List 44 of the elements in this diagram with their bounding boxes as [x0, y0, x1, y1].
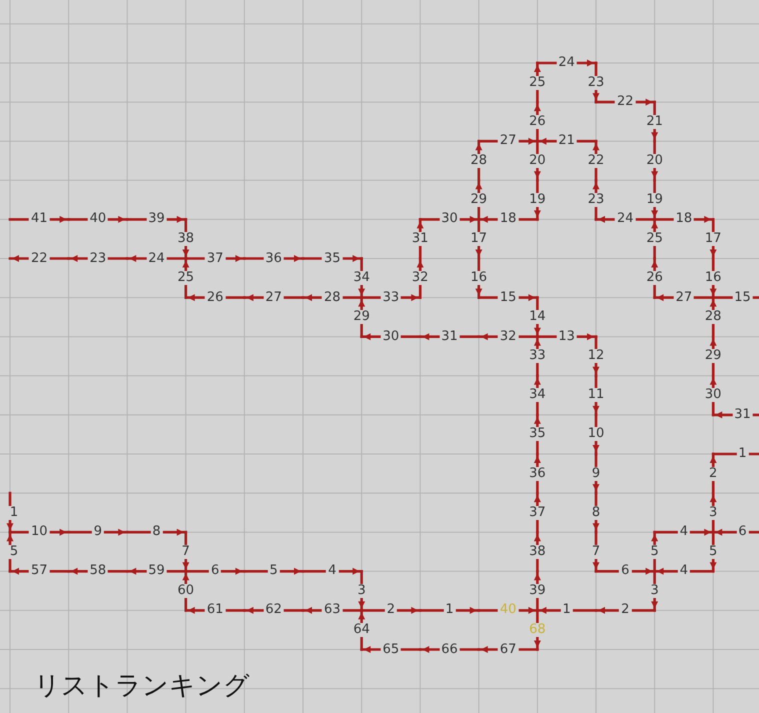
- segment-label: 29: [702, 349, 724, 364]
- segment-label: 29: [468, 192, 490, 207]
- segment-label: 68: [527, 622, 548, 637]
- segment-label: 3: [355, 584, 368, 598]
- segment-label: 23: [88, 252, 108, 266]
- segment-label: 23: [586, 192, 606, 207]
- segment-label: 60: [176, 584, 196, 598]
- segment-label: 7: [180, 544, 192, 559]
- segment-label: 26: [644, 271, 665, 286]
- segment-label: 28: [468, 154, 490, 168]
- segment-label: 31: [410, 232, 430, 246]
- segment-label: 20: [644, 154, 665, 168]
- caption: リストランキング: [34, 670, 250, 703]
- segment-label: 38: [176, 232, 196, 246]
- segment-label: 3: [707, 506, 720, 520]
- segment-label: 21: [644, 114, 665, 129]
- segment-label: 16: [468, 271, 490, 286]
- segment-label: 32: [410, 271, 430, 286]
- segment-label: 66: [439, 642, 460, 656]
- segment-label: 29: [351, 310, 372, 324]
- segment-label: 33: [527, 349, 548, 364]
- segment-label: 34: [351, 271, 372, 286]
- segment-label: 7: [590, 544, 602, 559]
- segment-label: 35: [322, 252, 343, 266]
- segment-label: 9: [590, 466, 602, 481]
- segment-label: 30: [702, 388, 724, 402]
- segment-label: 28: [702, 310, 724, 324]
- segment-label: 26: [527, 114, 548, 129]
- segment-label: 34: [527, 388, 548, 402]
- segment-label: 36: [527, 466, 548, 481]
- segment-label: 20: [527, 154, 548, 168]
- segment-label: 38: [527, 544, 548, 559]
- segment-label: 65: [380, 642, 402, 656]
- segment-label: 64: [351, 622, 372, 637]
- segment-label: 37: [527, 506, 548, 520]
- segment-label: 8: [590, 506, 602, 520]
- segment-label: 37: [204, 252, 226, 266]
- segment-label: 39: [527, 584, 548, 598]
- segment-label: 5: [707, 544, 720, 559]
- segment-label: 3: [648, 584, 661, 598]
- segment-label: 36: [263, 252, 284, 266]
- segment-label: 25: [644, 232, 665, 246]
- segment-label: 23: [586, 76, 606, 90]
- segment-label: 67: [498, 642, 518, 656]
